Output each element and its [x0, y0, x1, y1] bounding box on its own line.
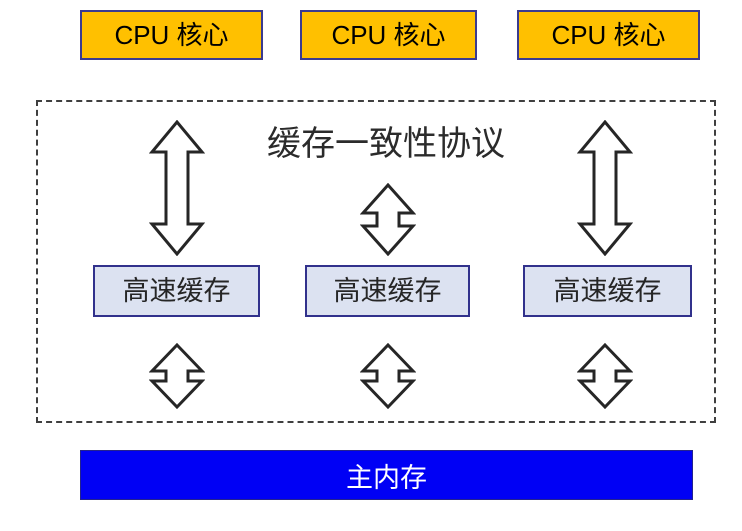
cache-label-2: 高速缓存: [333, 275, 442, 306]
cpu-core-box-3: CPU 核心: [517, 10, 700, 60]
arrow-cache-memory-2: [360, 343, 416, 409]
cpu-core-box-1: CPU 核心: [80, 10, 263, 60]
arrow-cpu-cache-2: [360, 183, 416, 256]
cpu-core-label-2: CPU 核心: [331, 20, 446, 50]
cpu-core-label-3: CPU 核心: [551, 20, 666, 50]
cache-box-3: 高速缓存: [523, 265, 692, 317]
cache-label-1: 高速缓存: [122, 275, 231, 306]
main-memory-bar: 主内存: [80, 450, 693, 500]
arrow-cache-memory-1: [149, 343, 205, 409]
main-memory-label: 主内存: [346, 462, 427, 493]
cache-box-2: 高速缓存: [305, 265, 470, 317]
arrow-cpu-cache-3: [577, 120, 633, 256]
arrow-cpu-cache-1: [149, 120, 205, 256]
cache-coherence-container: [36, 100, 716, 423]
cache-box-1: 高速缓存: [93, 265, 260, 317]
cache-label-3: 高速缓存: [553, 275, 662, 306]
cpu-core-box-2: CPU 核心: [300, 10, 477, 60]
arrow-cache-memory-3: [577, 343, 633, 409]
cpu-core-label-1: CPU 核心: [114, 20, 229, 50]
protocol-title: 缓存一致性协议: [267, 124, 505, 163]
